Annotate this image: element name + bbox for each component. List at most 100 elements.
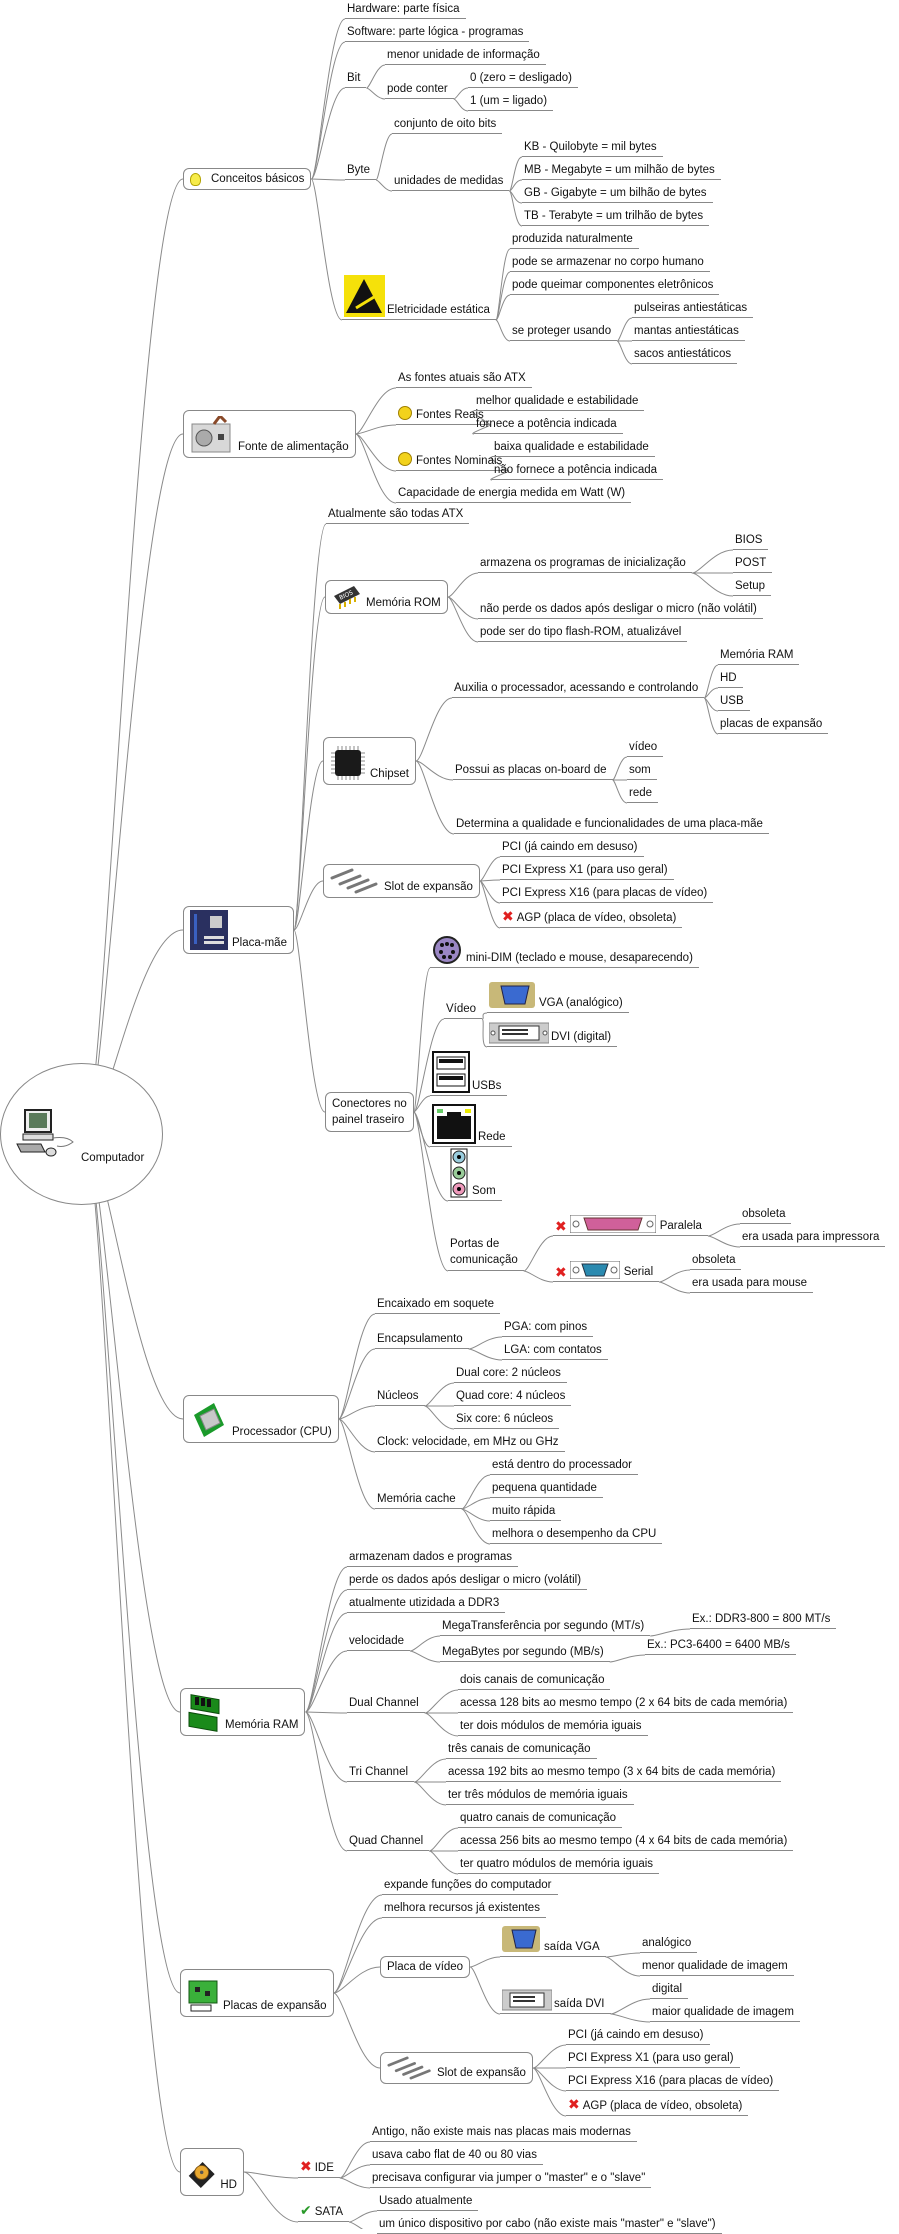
topic-serial-mouse[interactable]: era usada para mouse	[690, 1276, 814, 1293]
topic-encapsulamento[interactable]: Encapsulamento	[375, 1332, 469, 1349]
topic-melhora-recursos[interactable]: melhora recursos já existentes	[382, 1901, 546, 1918]
topic-bit-um[interactable]: 1 (um = ligado)	[468, 94, 554, 111]
topic-slot-expansao[interactable]: Slot de expansão	[380, 2052, 533, 2084]
topic-flash-rom[interactable]: pode ser do tipo flash-ROM, atualizável	[478, 625, 688, 642]
topic-soquete[interactable]: Encaixado em soquete	[375, 1297, 500, 1314]
topic-conectores-painel[interactable]: Conectores no painel traseiro	[325, 1092, 414, 1132]
topic-hardware[interactable]: Hardware: parte física	[345, 2, 466, 19]
topic-cache-rapida[interactable]: muito rápida	[490, 1504, 562, 1521]
topic-saida-vga[interactable]: saída VGA	[500, 1924, 606, 1957]
topic-armazena-programas[interactable]: armazena os programas de inicialização	[478, 556, 692, 573]
topic-mantas[interactable]: mantas antiestáticas	[632, 324, 745, 341]
topic-byte[interactable]: Byte	[345, 163, 377, 180]
topic-conjunto-bits[interactable]: conjunto de oito bits	[392, 117, 503, 134]
topic-usb[interactable]: USB	[718, 694, 750, 711]
branch-placa-mae[interactable]: Placa-mãe	[183, 906, 294, 954]
topic-placas-expansao[interactable]: placas de expansão	[718, 717, 829, 734]
topic-cache-dentro[interactable]: está dentro do processador	[490, 1458, 639, 1475]
topic-melhor-qualidade[interactable]: melhor qualidade e estabilidade	[474, 394, 645, 411]
topic-pci[interactable]: PCI (já caindo em desuso)	[566, 2028, 710, 2045]
topic-ide[interactable]: ✖IDE	[298, 2159, 340, 2178]
topic-saida-dvi[interactable]: saída DVI	[500, 1989, 611, 2014]
topic-vga-menor-qualidade[interactable]: menor qualidade de imagem	[640, 1959, 794, 1976]
topic-memoria-rom[interactable]: BIOS Memória ROM	[325, 580, 448, 614]
topic-nao-volatil[interactable]: não perde os dados após desligar o micro…	[478, 602, 763, 619]
topic-tri-c[interactable]: ter três módulos de memória iguais	[446, 1788, 634, 1805]
topic-todas-atx[interactable]: Atualmente são todas ATX	[326, 507, 470, 524]
branch-processador[interactable]: Processador (CPU)	[183, 1395, 339, 1443]
topic-dual-c[interactable]: ter dois módulos de memória iguais	[458, 1719, 648, 1736]
topic-gb[interactable]: GB - Gigabyte = um bilhão de bytes	[522, 186, 713, 203]
topic-quad-core[interactable]: Quad core: 4 núcleos	[454, 1389, 572, 1406]
topic-dual-channel[interactable]: Dual Channel	[347, 1696, 425, 1713]
topic-kb[interactable]: KB - Quilobyte = mil bytes	[522, 140, 663, 157]
topic-ide-cabo[interactable]: usava cabo flat de 40 ou 80 vias	[370, 2148, 543, 2165]
topic-serial-obsoleta[interactable]: obsoleta	[690, 1253, 742, 1270]
topic-rede[interactable]: Rede	[430, 1104, 512, 1147]
topic-ide-jumper[interactable]: precisava configurar via jumper o "maste…	[370, 2171, 652, 2188]
topic-setup[interactable]: Setup	[733, 579, 772, 596]
topic-tri-b[interactable]: acessa 192 bits ao mesmo tempo (3 x 64 b…	[446, 1765, 782, 1782]
topic-quad-channel[interactable]: Quad Channel	[347, 1834, 430, 1851]
topic-dual-core[interactable]: Dual core: 2 núcleos	[454, 1366, 567, 1383]
topic-bios[interactable]: BIOS	[733, 533, 769, 550]
topic-pcie-x16[interactable]: PCI Express X16 (para placas de vídeo)	[566, 2074, 780, 2091]
topic-mini-din[interactable]: mini-DIM (teclado e mouse, desaparecendo…	[430, 935, 699, 968]
topic-onboard-som[interactable]: som	[627, 763, 657, 780]
topic-sacos[interactable]: sacos antiestáticos	[632, 347, 738, 364]
topic-mb[interactable]: MB - Megabyte = um milhão de bytes	[522, 163, 721, 180]
topic-baixa-qualidade[interactable]: baixa qualidade e estabilidade	[492, 440, 655, 457]
topic-software[interactable]: Software: parte lógica - programas	[345, 25, 530, 42]
topic-dual-a[interactable]: dois canais de comunicação	[458, 1673, 611, 1690]
topic-determina-qualidade[interactable]: Determina a qualidade e funcionalidades …	[454, 817, 769, 834]
topic-pci[interactable]: PCI (já caindo em desuso)	[500, 840, 644, 857]
topic-vga-analogico[interactable]: analógico	[640, 1936, 698, 1953]
topic-agp[interactable]: ✖AGP (placa de vídeo, obsoleta)	[566, 2097, 749, 2116]
topic-chipset[interactable]: Chipset	[323, 737, 416, 785]
topic-sata-atual[interactable]: Usado atualmente	[377, 2194, 479, 2211]
topic-ide-antigo[interactable]: Antigo, não existe mais nas placas mais …	[370, 2125, 637, 2142]
topic-paralela-obsoleta[interactable]: obsoleta	[740, 1207, 792, 1224]
topic-dvi-digital[interactable]: digital	[650, 1982, 689, 1999]
topic-paralela-impressora[interactable]: era usada para impressora	[740, 1230, 886, 1247]
topic-tri-a[interactable]: três canais de comunicação	[446, 1742, 597, 1759]
topic-quad-c[interactable]: ter quatro módulos de memória iguais	[458, 1857, 660, 1874]
topic-nucleos[interactable]: Núcleos	[375, 1389, 425, 1406]
topic-placas-onboard[interactable]: Possui as placas on-board de	[453, 763, 613, 780]
topic-dvi[interactable]: DVI (digital)	[487, 1022, 618, 1047]
topic-auxilia-processador[interactable]: Auxilia o processador, acessando e contr…	[452, 681, 705, 698]
topic-fontes-nominais[interactable]: Fontes Nominais	[396, 452, 509, 471]
topic-memoria-ram[interactable]: Memória RAM	[718, 648, 800, 665]
topic-lga[interactable]: LGA: com contatos	[502, 1343, 608, 1360]
topic-expande-funcoes[interactable]: expande funções do computador	[382, 1878, 558, 1895]
topic-usbs[interactable]: USBs	[430, 1051, 508, 1096]
topic-hd[interactable]: HD	[718, 671, 743, 688]
topic-se-proteger[interactable]: se proteger usando	[510, 324, 618, 341]
topic-sata[interactable]: ✔SATA	[298, 2203, 350, 2222]
topic-volatil[interactable]: perde os dados após desligar o micro (vo…	[347, 1573, 588, 1590]
branch-fonte-alimentacao[interactable]: Fonte de alimentação	[183, 410, 356, 458]
topic-vga[interactable]: VGA (analógico)	[487, 980, 629, 1013]
topic-megatransferencia[interactable]: MegaTransferência por segundo (MT/s)	[440, 1619, 651, 1636]
topic-mt-exemplo[interactable]: Ex.: DDR3-800 = 800 MT/s	[690, 1612, 837, 1629]
topic-megabytes[interactable]: MegaBytes por segundo (MB/s)	[440, 1645, 610, 1662]
topic-bit-zero[interactable]: 0 (zero = desligado)	[468, 71, 578, 88]
topic-dual-b[interactable]: acessa 128 bits ao mesmo tempo (2 x 64 b…	[458, 1696, 794, 1713]
topic-fontes-atx[interactable]: As fontes atuais são ATX	[396, 371, 532, 388]
topic-produzida[interactable]: produzida naturalmente	[510, 232, 639, 249]
topic-serial[interactable]: ✖ Serial	[553, 1261, 660, 1282]
topic-agp[interactable]: ✖AGP (placa de vídeo, obsoleta)	[500, 909, 683, 928]
topic-bit-menor[interactable]: menor unidade de informação	[385, 48, 546, 65]
topic-video[interactable]: Vídeo	[444, 1002, 483, 1019]
topic-sata-unico[interactable]: um único dispositivo por cabo (não exist…	[377, 2217, 722, 2234]
topic-onboard-video[interactable]: vídeo	[627, 740, 664, 757]
topic-dvi-maior-qualidade[interactable]: maior qualidade de imagem	[650, 2005, 800, 2022]
topic-slot-expansao[interactable]: Slot de expansão	[323, 864, 480, 898]
topic-six-core[interactable]: Six core: 6 núcleos	[454, 1412, 560, 1429]
topic-placa-video[interactable]: Placa de vídeo	[380, 1956, 471, 1978]
topic-watt[interactable]: Capacidade de energia medida em Watt (W)	[396, 486, 632, 503]
branch-hd[interactable]: HD	[180, 2148, 244, 2196]
topic-velocidade[interactable]: velocidade	[347, 1634, 410, 1651]
topic-bit[interactable]: Bit	[345, 71, 367, 88]
topic-quad-a[interactable]: quatro canais de comunicação	[458, 1811, 622, 1828]
